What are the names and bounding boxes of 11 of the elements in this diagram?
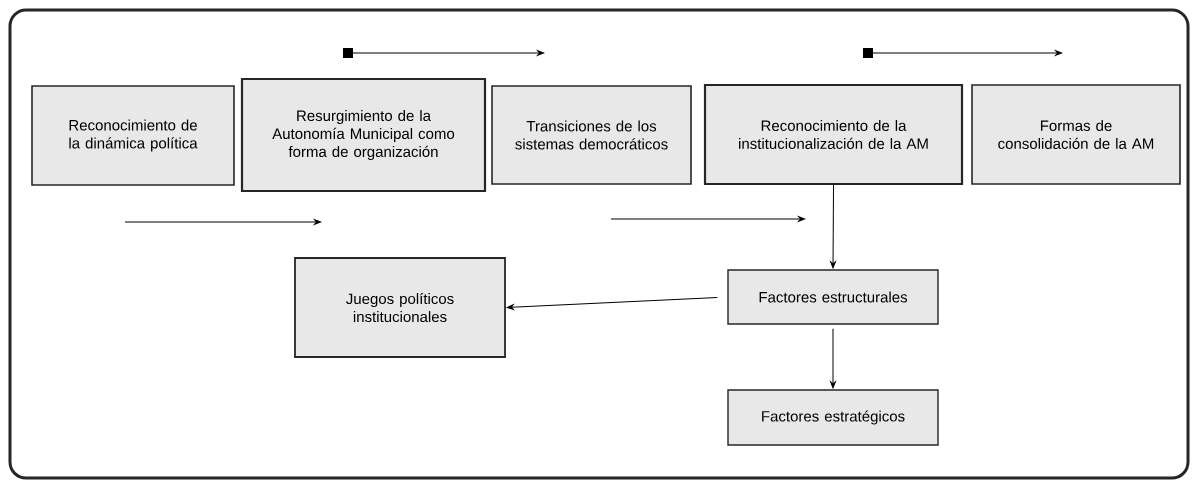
arrow [830,328,836,389]
arrow [830,184,836,269]
process-box: Factores estratégicos [727,389,939,446]
process-box: Juegos políticos institucionales [294,257,506,358]
process-box: Factores estructurales [727,269,939,325]
process-box: Formas de consolidación de la AM [971,84,1181,185]
process-box: Transiciones de los sistemas democráticos [491,85,692,185]
process-box: Reconocimiento de la institucionalización de la AM [703,83,964,186]
process-box: Reconocimiento de la dinámica política [31,85,235,186]
process-box: Resurgimiento de la Autonomía Municipal como forma de organización [240,77,487,193]
arrow [506,297,718,310]
